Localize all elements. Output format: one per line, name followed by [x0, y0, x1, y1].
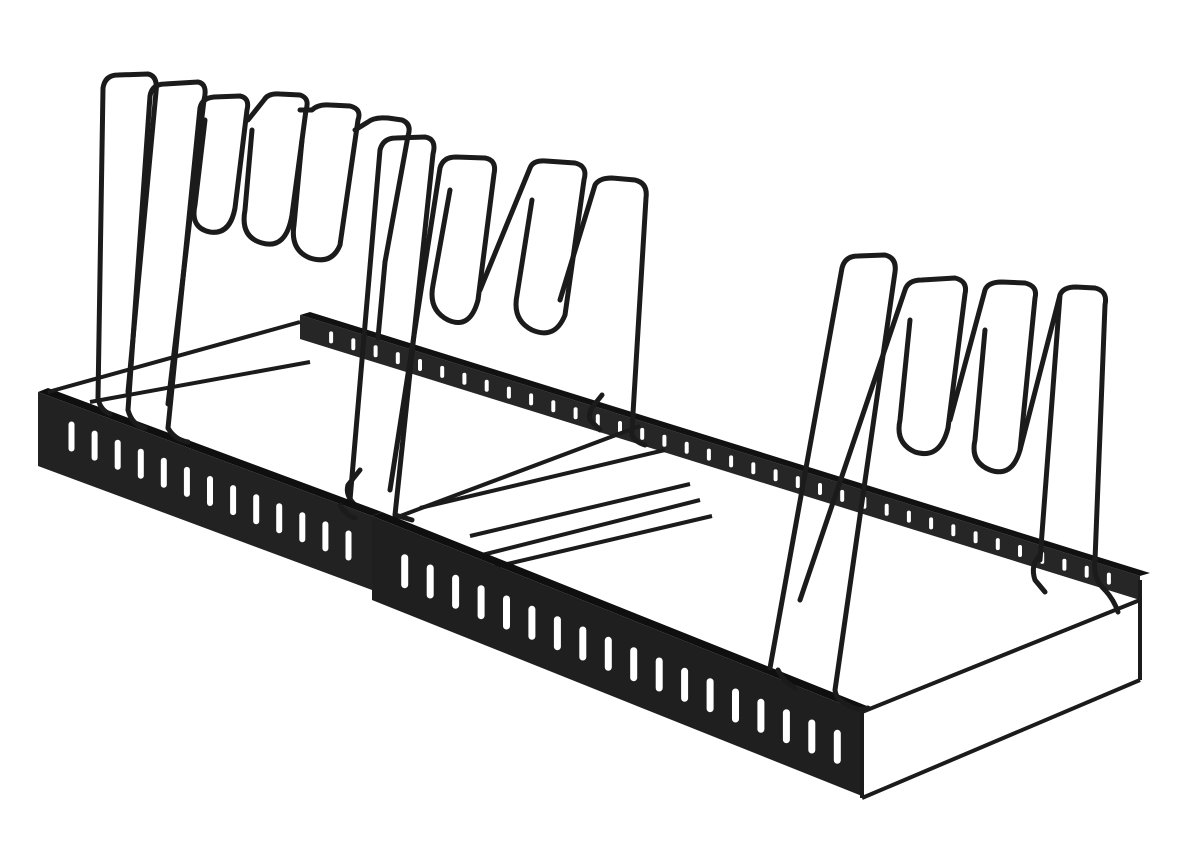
rail-slot: [630, 647, 638, 682]
rail-slot: [183, 466, 190, 497]
right-end-frame: [860, 580, 1142, 800]
rail-slot: [1084, 565, 1089, 578]
rail-slot: [1106, 572, 1111, 585]
rail-slot: [91, 430, 98, 461]
center-telescoping-wires: [394, 424, 713, 570]
rail-slot: [951, 524, 956, 537]
rail-slot: [299, 512, 306, 543]
front-rail-left: [38, 388, 382, 590]
rail-slot: [757, 698, 765, 733]
rail-slot: [618, 421, 622, 433]
rail-slot: [529, 393, 534, 406]
divider-group-left: [95, 71, 412, 431]
rail-slot: [729, 455, 734, 468]
rail-slot: [782, 709, 790, 744]
rail-slot: [662, 434, 667, 447]
rail-slot: [230, 485, 237, 516]
rail-slot: [503, 595, 510, 630]
rail-slot: [553, 616, 561, 651]
rail-slot: [477, 585, 485, 620]
rail-slot: [906, 510, 911, 523]
rail-slot: [884, 503, 889, 516]
rail-slot: [322, 521, 329, 552]
rail-slot: [1062, 558, 1067, 571]
rail-slot: [573, 407, 578, 420]
rail-slot: [68, 421, 75, 452]
rail-slot: [426, 564, 434, 599]
rail-slot: [395, 352, 400, 365]
rail-slot: [706, 678, 714, 713]
front-rail-right: [372, 512, 872, 796]
rail-slot: [329, 331, 334, 344]
rail-slot: [418, 359, 422, 371]
rail-slot: [452, 574, 460, 609]
rail-slot: [253, 494, 260, 525]
rail-slot: [808, 719, 816, 754]
back-rail: [300, 312, 1150, 600]
rail-slot: [351, 338, 356, 351]
rail-slot: [773, 469, 778, 482]
divider-hooks: [95, 395, 358, 521]
rail-slot: [551, 400, 556, 413]
rail-slot: [655, 657, 663, 692]
rail-slot: [640, 427, 645, 440]
rail-slot: [506, 386, 511, 399]
rail-slot: [833, 729, 841, 764]
rail-slot: [137, 448, 144, 479]
rail-slot: [276, 503, 283, 534]
rail-slot: [929, 517, 934, 530]
rail-slot: [373, 345, 378, 358]
divider-group-middle: [344, 134, 649, 523]
rail-slot: [732, 688, 739, 723]
rail-slot: [973, 531, 978, 544]
rail-slot: [995, 538, 1000, 551]
rail-slot: [818, 483, 822, 495]
rail-slot: [681, 667, 689, 702]
rail-slot: [484, 379, 489, 392]
rail-slot: [528, 605, 536, 640]
rail-slot: [604, 636, 612, 671]
rail-slot: [1018, 545, 1022, 557]
rail-slot: [401, 554, 409, 589]
rail-slot: [751, 462, 756, 475]
rail-slot: [595, 414, 600, 427]
rail-slot: [795, 476, 800, 489]
rail-slot: [462, 372, 467, 385]
divider-group-right: [767, 252, 1121, 712]
rail-slot: [207, 476, 213, 506]
rail-slot: [684, 441, 689, 454]
rail-slot: [440, 365, 445, 378]
rail-slot: [579, 626, 587, 661]
rail-slot: [160, 457, 167, 488]
rail-slot: [706, 448, 711, 461]
rail-slot: [840, 489, 845, 502]
rail-slot: [345, 530, 352, 561]
left-section-wires: [47, 320, 311, 404]
rail-slot: [114, 439, 121, 470]
